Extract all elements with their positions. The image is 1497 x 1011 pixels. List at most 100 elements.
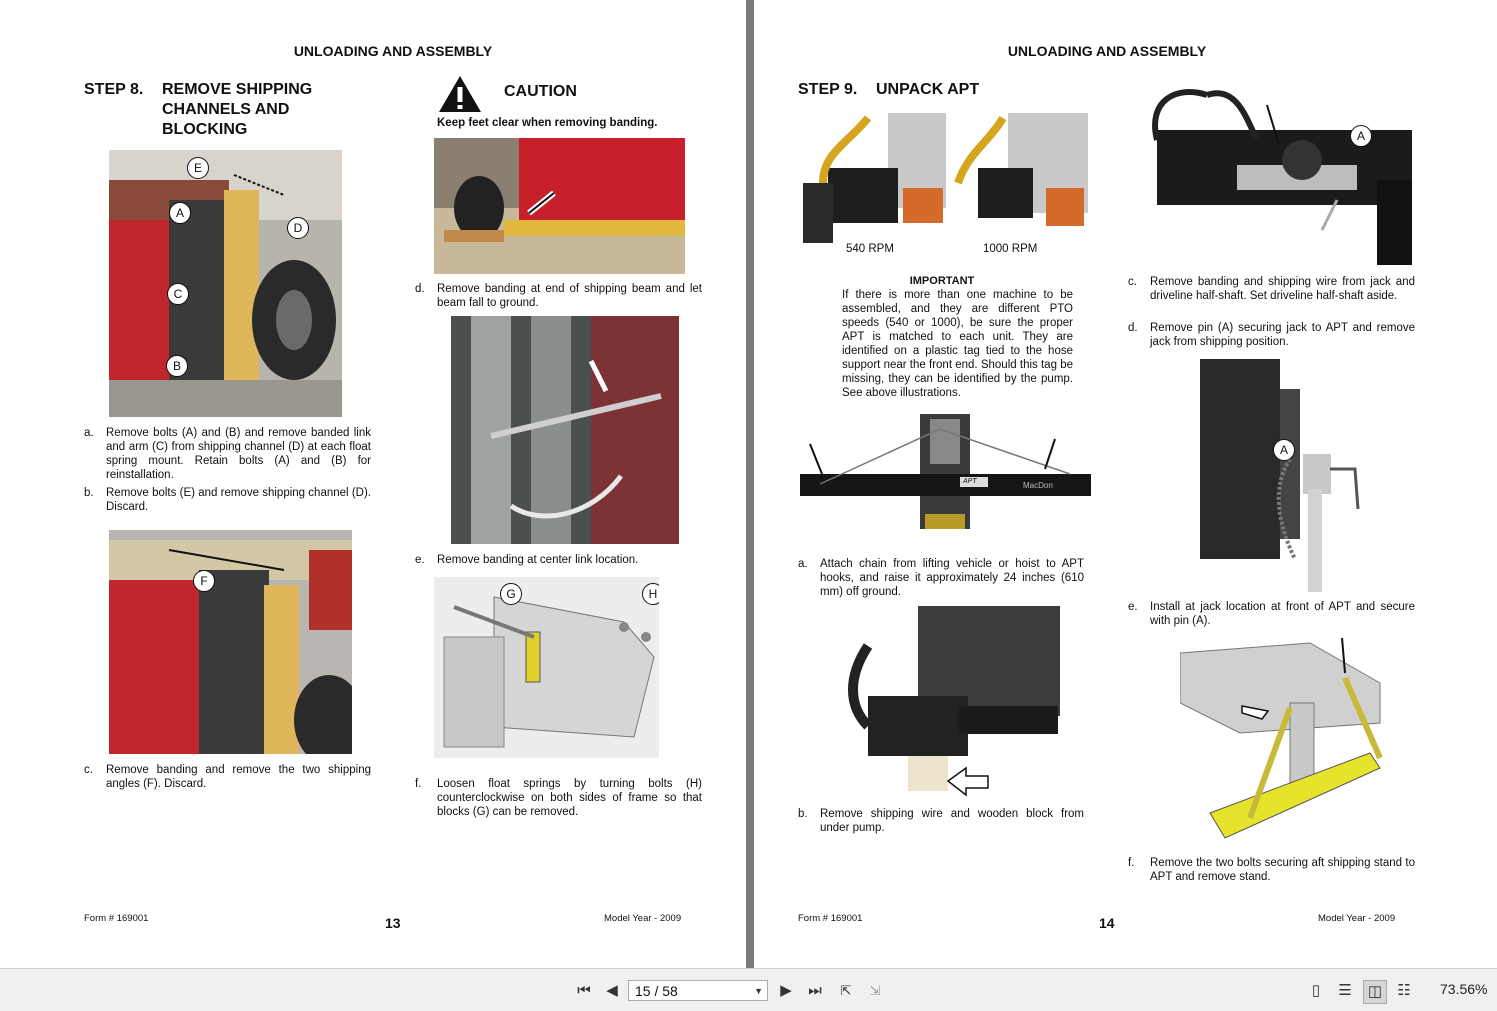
page-header: UNLOADING AND ASSEMBLY (1007, 43, 1207, 59)
pump-540-illustration (803, 113, 946, 243)
item-text: Attach chain from lifting vehicle or hoi… (820, 558, 1084, 598)
chevron-down-icon[interactable]: ▼ (754, 986, 763, 996)
item-text: Loosen float springs by turning bolts (H… (437, 778, 702, 818)
callout-c: C (167, 283, 189, 305)
instruction-a: a. Attach chain from lifting vehicle or … (798, 557, 1084, 601)
last-page-icon[interactable]: ⏭ (808, 982, 822, 999)
first-page-icon[interactable]: ⏮ (577, 982, 591, 999)
item-text: Remove banding and shipping wire from ja… (1150, 276, 1415, 302)
item-text: Remove bolts (A) and (B) and remove band… (106, 427, 371, 481)
shipping-beam-illustration (434, 138, 685, 242)
page-header: UNLOADING AND ASSEMBLY (293, 43, 493, 59)
shipping-angle-photo: F (109, 530, 352, 754)
item-text: Remove banding at end of shipping beam a… (437, 283, 702, 309)
pump-1000-photo (948, 113, 1088, 233)
item-letter: d. (415, 283, 425, 295)
item-text: Remove banding and remove the two shippi… (106, 764, 371, 790)
item-letter: e. (1128, 601, 1138, 613)
warning-triangle-icon (439, 76, 481, 112)
callout-d: D (287, 217, 309, 239)
float-spring-bolts-illustration (434, 577, 659, 758)
jack-install-photo: A (1200, 359, 1366, 592)
instruction-c: c. Remove banding and shipping wire from… (1128, 275, 1415, 319)
single-page-view-icon[interactable]: ▯ (1311, 982, 1321, 999)
callout-g: G (500, 583, 522, 605)
page-14: UNLOADING AND ASSEMBLY STEP 9. UNPACK AP… (754, 0, 1497, 968)
instruction-f: f. Loosen float springs by turning bolts… (415, 777, 702, 821)
footer-form: Form # 169001 (84, 913, 149, 924)
previous-page-icon[interactable]: ◀ (606, 982, 618, 999)
item-letter: b. (84, 487, 94, 499)
shipping-angle-illustration (109, 540, 352, 754)
shipping-stand-illustration (1180, 637, 1383, 839)
important-text: If there is more than one machine to be … (842, 289, 1073, 399)
pump-540-photo (798, 113, 946, 253)
center-link-photo (451, 316, 679, 544)
jack-install-illustration (1200, 359, 1360, 592)
item-letter: f. (1128, 857, 1135, 869)
lifting-apt-illustration (800, 414, 1091, 529)
item-text: Install at jack location at front of APT… (1150, 601, 1415, 627)
shipping-stand-drawing (1180, 633, 1394, 845)
item-text: Remove banding at center link location. (437, 554, 639, 566)
instruction-b: b. Remove shipping wire and wooden block… (798, 807, 1084, 837)
step-title-line: BLOCKING (162, 121, 248, 138)
instruction-f: f. Remove the two bolts securing aft shi… (1128, 856, 1415, 886)
instruction-e: e. Remove banding at center link locatio… (415, 553, 702, 569)
next-view-icon[interactable]: ⇲ (869, 983, 881, 998)
callout-a: A (169, 202, 191, 224)
float-spring-photo: E A D C B (109, 150, 342, 417)
page-number-value: 15 / 58 (635, 983, 678, 999)
caution-title: CAUTION (504, 83, 577, 100)
lifting-apt-photo: APT MacDon (800, 414, 1091, 546)
pump-block-illustration (848, 606, 1060, 797)
important-title: IMPORTANT (909, 275, 975, 287)
item-text: Remove shipping wire and wooden block fr… (820, 808, 1084, 834)
item-text: Remove the two bolts securing aft shippi… (1150, 857, 1415, 883)
item-letter: d. (1128, 322, 1138, 334)
previous-view-icon[interactable]: ⇱ (840, 983, 852, 998)
instruction-d: d. Remove pin (A) securing jack to APT a… (1128, 321, 1415, 351)
rpm-label-540: 540 RPM (846, 243, 894, 255)
step-number: STEP 8. (84, 81, 144, 98)
item-letter: c. (84, 764, 93, 776)
decal-apt: APT (963, 478, 977, 485)
callout-h: H (642, 583, 659, 605)
float-spring-bolts-drawing: G H (434, 577, 659, 758)
center-link-illustration (451, 316, 679, 544)
page-number-select[interactable]: 15 / 58 ▼ (628, 980, 768, 1001)
step-title: UNPACK APT (876, 81, 980, 98)
step-title: REMOVE SHIPPING CHANNELS AND BLOCKING (162, 80, 312, 140)
callout-f: F (193, 570, 215, 592)
item-letter: b. (798, 808, 808, 820)
item-text: Remove pin (A) securing jack to APT and … (1150, 322, 1415, 348)
next-page-icon[interactable]: ▶ (780, 982, 792, 999)
two-page-view-icon[interactable]: ◫ (1363, 980, 1387, 1004)
caution-text: Keep feet clear when removing banding. (437, 117, 658, 129)
two-page-continuous-view-icon[interactable]: ☷ (1397, 982, 1411, 999)
step-title-line: CHANNELS AND (162, 101, 290, 118)
footer-model-year: Model Year - 2009 (1318, 913, 1396, 924)
callout-e: E (187, 157, 209, 179)
item-letter: e. (415, 554, 425, 566)
pump-1000-illustration (954, 113, 1088, 226)
zoom-level[interactable]: 73.56% (1440, 981, 1488, 997)
jack-driveline-photo: A (1147, 80, 1412, 265)
item-letter: f. (415, 778, 422, 790)
footer-form: Form # 169001 (798, 913, 863, 924)
item-letter: c. (1128, 276, 1137, 288)
item-text: Remove bolts (E) and remove shipping cha… (106, 487, 371, 513)
item-letter: a. (798, 558, 808, 570)
float-spring-illustration (109, 150, 342, 417)
decal-macdon: MacDon (1023, 481, 1053, 490)
page-13: UNLOADING AND ASSEMBLY STEP 8. REMOVE SH… (0, 0, 746, 968)
instruction-a: a. Remove bolts (A) and (B) and remove b… (84, 426, 371, 486)
continuous-view-icon[interactable]: ☰ (1338, 982, 1352, 999)
instruction-e: e. Install at jack location at front of … (1128, 600, 1415, 630)
rpm-label-1000: 1000 RPM (983, 243, 1038, 255)
page-number: 13 (385, 915, 401, 931)
step-number: STEP 9. (798, 81, 858, 98)
instruction-c: c. Remove banding and remove the two shi… (84, 763, 371, 793)
callout-a: A (1350, 125, 1372, 147)
page-number: 14 (1099, 915, 1115, 931)
